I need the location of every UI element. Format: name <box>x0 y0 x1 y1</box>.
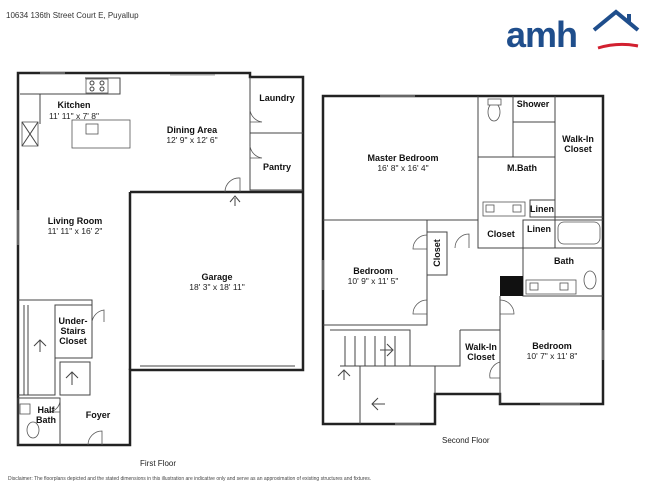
room-kitchen-name: Kitchen <box>57 100 90 110</box>
room-linen2-name: Linen <box>527 224 551 234</box>
walkin1-walls <box>554 96 603 218</box>
room-bedroom1-name: Bedroom <box>353 266 393 276</box>
half-bath-walls <box>17 397 61 445</box>
toilet-icon <box>26 421 40 439</box>
room-kitchen-dim: 11' 11" x 7' 8" <box>49 111 99 121</box>
property-address: 10634 136th Street Court E, Puyallup <box>6 11 139 20</box>
disclaimer-text: Disclaimer: The floorplans depicted and … <box>8 476 372 482</box>
first-floor-label: First Floor <box>140 459 176 468</box>
shower-walls <box>512 96 555 123</box>
half-bath-sink-icon <box>19 403 31 415</box>
room-living-dim: 11' 11" x 16' 2" <box>48 226 103 236</box>
room-understairs-line3: Closet <box>59 336 87 346</box>
room-halfbath-line1: Half <box>37 405 55 415</box>
room-bedroom2-dim: 10' 7" x 11' 8" <box>527 351 578 361</box>
bedroom1-walls <box>323 220 428 326</box>
closet-vertical-box <box>427 231 448 276</box>
room-linen1-name: Linen <box>530 204 554 214</box>
garage-walls <box>128 190 303 370</box>
stairwell-walls <box>330 329 436 394</box>
room-dining-name: Dining Area <box>167 125 218 135</box>
room-walkin1-line1: Walk-In <box>562 134 594 144</box>
room-garage-name: Garage <box>201 272 232 282</box>
room-laundry-name: Laundry <box>259 93 295 103</box>
room-mbath-name: M.Bath <box>507 163 537 173</box>
bathtub-icon <box>557 221 601 245</box>
bath-toilet-icon <box>583 270 597 290</box>
amh-logo: amh <box>506 8 641 55</box>
stairs-arrow-right <box>380 343 394 357</box>
stair-treads <box>344 336 396 366</box>
room-pantry-name: Pantry <box>263 162 291 172</box>
room-master-name: Master Bedroom <box>367 153 438 163</box>
understairs-closet <box>54 304 93 359</box>
room-dining-dim: 12' 9" x 12' 6" <box>166 135 217 145</box>
master-toilet-icon <box>487 102 501 122</box>
first-floor-outline <box>16 71 305 447</box>
dark-block <box>500 276 523 296</box>
stove-icon <box>85 78 109 94</box>
stairs-arrow-up-2 <box>337 369 351 380</box>
room-walkin2-line1: Walk-In <box>465 342 497 352</box>
room-bath-name: Bath <box>554 256 574 266</box>
room-foyer-name: Foyer <box>86 410 111 420</box>
master-walls <box>323 96 556 221</box>
room-understairs-line2: Stairs <box>60 326 85 336</box>
stairs-arrow-2 <box>65 371 79 385</box>
linen1-box <box>529 199 556 218</box>
garage-entry-arrow <box>229 195 241 206</box>
kitchen-counter <box>20 77 121 124</box>
stairs-up-arrow <box>33 339 47 352</box>
laundry-pantry-walls <box>249 77 303 191</box>
room-shower-name: Shower <box>517 99 550 109</box>
room-understairs-line1: Under- <box>59 316 88 326</box>
bath-walls <box>522 219 603 297</box>
room-closet-vertical-name: Closet <box>432 239 442 267</box>
room-bedroom1-dim: 10' 9" x 11' 5" <box>348 276 399 286</box>
room-living-name: Living Room <box>48 216 103 226</box>
room-closet1-name: Closet <box>487 229 515 239</box>
room-bedroom2-name: Bedroom <box>532 341 572 351</box>
room-walkin1-line2: Closet <box>564 144 592 154</box>
room-walkin2-line2: Closet <box>467 352 495 362</box>
room-garage-dim: 18' 3" x 18' 11" <box>189 282 244 292</box>
second-floor-label: Second Floor <box>442 436 490 445</box>
first-floor-plan <box>16 71 305 447</box>
stairs-arrow-left <box>371 397 385 411</box>
sink-icon <box>85 123 99 135</box>
second-floor-plan <box>321 94 605 426</box>
room-halfbath-line2: Bath <box>36 415 56 425</box>
logo-house-icon <box>592 9 640 50</box>
room-master-dim: 16' 8" x 16' 4" <box>377 163 428 173</box>
logo-wordmark: amh <box>506 14 578 55</box>
closet1-walls <box>477 220 523 249</box>
kitchen-island <box>71 119 131 149</box>
